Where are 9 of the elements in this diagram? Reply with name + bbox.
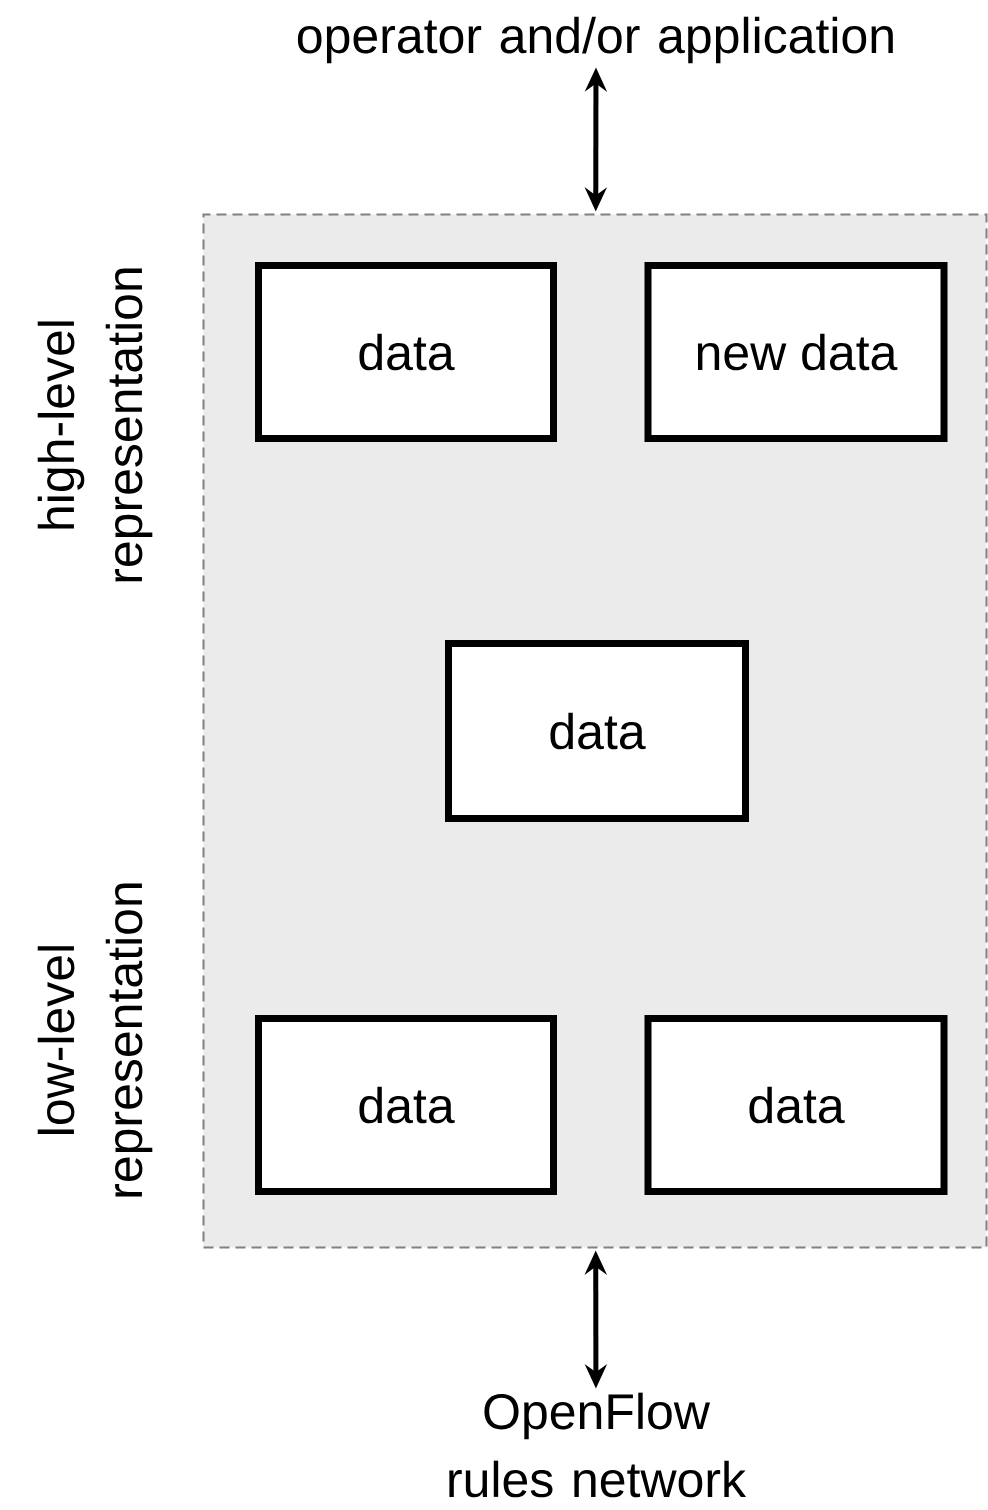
data-box: data (644, 1015, 948, 1195)
text-label: OpenFlow rules network (449, 1392, 747, 1498)
side-label: low-level representation (37, 883, 153, 1197)
side-label: high-level representation (37, 268, 153, 582)
data-box: data (255, 1015, 557, 1195)
data-box: new data (644, 262, 948, 442)
data-box: data (445, 640, 749, 822)
data-box: data (255, 262, 557, 442)
text-label: operator and/or application (297, 16, 893, 64)
